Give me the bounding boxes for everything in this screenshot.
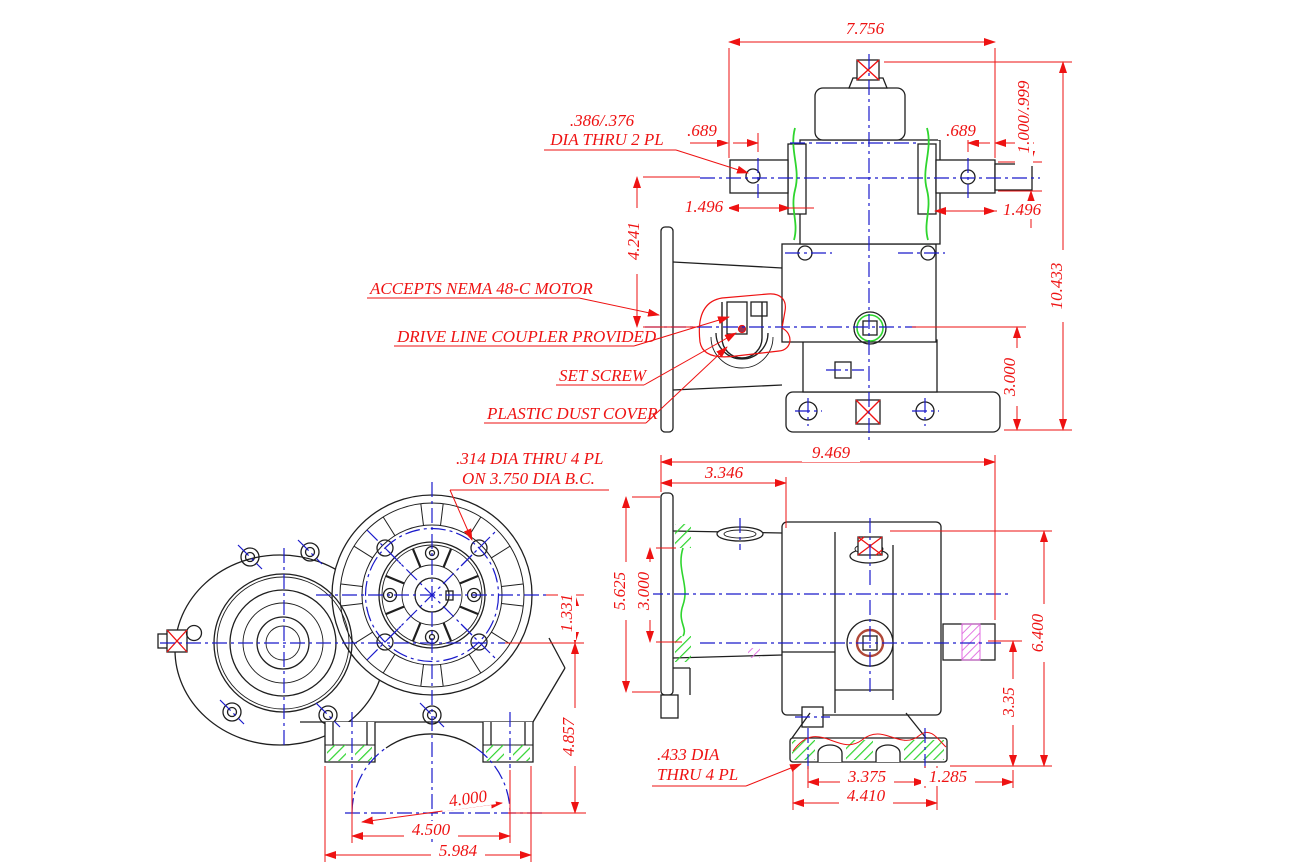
dim-overall-length: 9.469 [802,444,860,462]
note-dust-cover: PLASTIC DUST COVER [487,404,658,423]
side-view-geometry [660,492,996,763]
dim-flange-od: 5.625 [610,562,629,620]
note-shaft-hole-l1: .386/.376 [569,111,635,130]
dim-flange-to-axis: 4.241 [624,208,643,274]
top-view-color-details [698,59,930,425]
note-base-hole-l2: THRU 4 PL [657,765,739,784]
dim-shaft-ext-right: 1.496 [997,201,1047,219]
dim-hole-offset-left: .689 [679,122,725,140]
dim-hole-spacing: 3.375 [840,768,894,786]
dim-shaft-square: 1.000/.999 [1014,68,1033,166]
dim-flange-to-housing: 3.346 [695,464,753,482]
dim-overall-height: 10.433 [1047,250,1066,322]
dim-axis-to-mount: 4.857 [559,708,578,766]
dim-pilot-dia: 3.000 [634,562,653,620]
side-view-color-details [675,524,981,760]
note-accepts-motor: ACCEPTS NEMA 48-C MOTOR [370,279,593,298]
dim-axis-gap: 1.331 [557,586,576,640]
dim-overall-width-front: 5.984 [431,842,485,860]
dim-overall-height-side: 6.400 [1028,604,1047,662]
note-motor-bolt-l2: ON 3.750 DIA B.C. [462,469,595,488]
dim-slot-spacing: 4.500 [404,821,458,839]
note-coupler-provided: DRIVE LINE COUPLER PROVIDED [397,327,657,346]
dim-axis-to-base-side: 3.35 [999,679,1018,725]
top-view-geometry [660,59,1033,433]
front-view-color-details [166,629,530,761]
dim-overall-width-top: 7.756 [836,20,894,38]
dim-axis-to-base-top: 3.000 [1000,348,1019,406]
centerlines [160,54,1040,855]
note-motor-bolt-l1: .314 DIA THRU 4 PL [456,449,604,468]
note-base-hole-l1: .433 DIA [657,745,720,764]
front-view-geometry [157,494,566,763]
note-set-screw: SET SCREW [559,366,647,385]
dim-base-length: 4.410 [839,787,893,805]
dim-hole-to-end: 1.285 [921,768,975,786]
note-shaft-hole-l2: DIA THRU 2 PL [550,130,664,149]
annotation-leaders [367,149,802,787]
dim-shaft-ext-left: 1.496 [679,198,729,216]
dim-hole-offset-right: .689 [938,122,984,140]
